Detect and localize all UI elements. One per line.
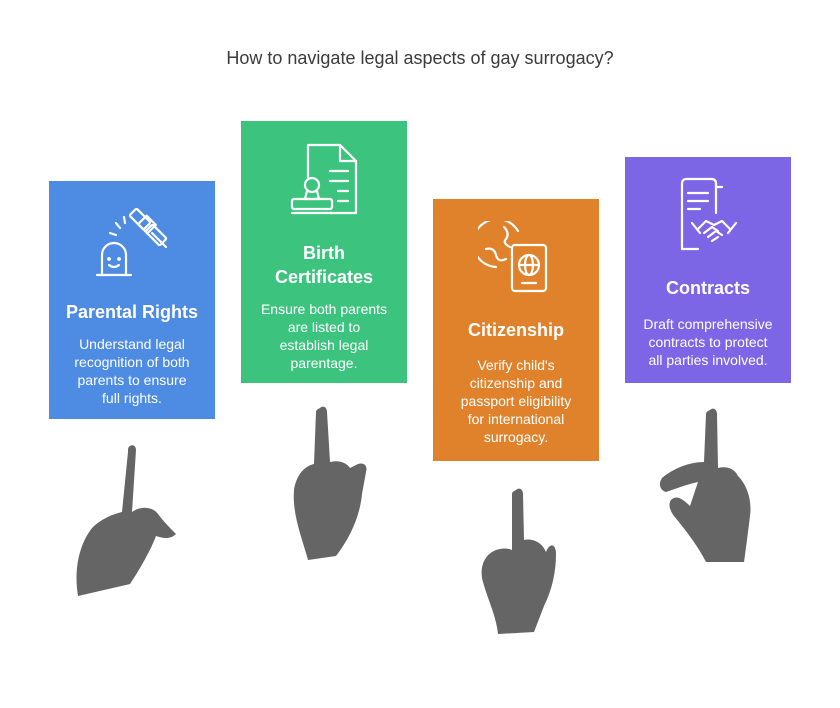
card-parental-rights: Parental Rights Understand legal recogni… bbox=[49, 181, 215, 419]
card-birth-certificates: Birth Certificates Ensure both parents a… bbox=[241, 121, 407, 383]
card-description: Draft comprehensive contracts to protect… bbox=[643, 316, 773, 368]
contract-handshake-icon bbox=[625, 177, 791, 253]
diagram-title: How to navigate legal aspects of gay sur… bbox=[226, 48, 614, 68]
pointing-hand-icon bbox=[481, 488, 556, 634]
card-title: Contracts bbox=[665, 278, 750, 298]
card-title: Parental Rights bbox=[65, 302, 199, 322]
pointing-hand-icon bbox=[76, 445, 176, 596]
globe-passport-icon bbox=[433, 221, 599, 297]
gavel-icon bbox=[49, 207, 215, 279]
card-contracts: Contracts Draft comprehensive contracts … bbox=[625, 157, 791, 383]
card-citizenship: Citizenship Verify child's citizenship a… bbox=[433, 199, 599, 461]
document-stamp-icon bbox=[241, 141, 407, 217]
pointing-hand-icon bbox=[293, 406, 367, 560]
card-description: Understand legal recognition of both par… bbox=[74, 336, 190, 406]
card-title: Birth Certificates bbox=[274, 243, 374, 287]
card-title: Citizenship bbox=[467, 320, 564, 340]
pointing-hand-icon bbox=[659, 408, 751, 562]
card-description: Ensure both parents are listed to establ… bbox=[260, 301, 388, 371]
card-description: Verify child's citizenship and passport … bbox=[460, 357, 572, 445]
